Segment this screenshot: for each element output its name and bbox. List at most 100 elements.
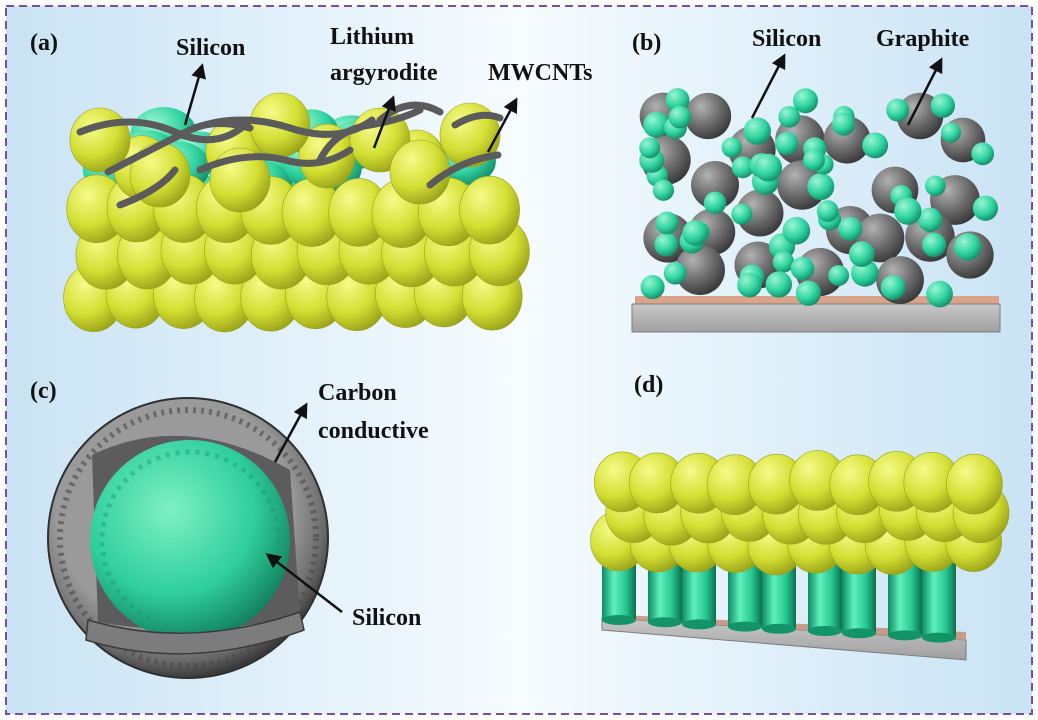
silicon-sphere — [765, 271, 793, 298]
substrate-b — [631, 303, 1001, 333]
graphite-sphere — [675, 245, 725, 295]
label-c-silicon: Silicon — [352, 605, 421, 631]
silicon-nanowire-base — [922, 632, 956, 643]
silicon-sphere — [703, 191, 727, 215]
silicon-nanowire-base — [648, 617, 682, 628]
silicon-sphere — [655, 211, 679, 235]
label-c-carbon-line1: Carbon — [318, 380, 397, 406]
arrow-b-graphite — [906, 57, 943, 126]
panel-b: (b) Silicon Graphite — [631, 26, 1001, 333]
mwcnt-tube — [116, 166, 179, 209]
silicon-sphere — [731, 203, 753, 225]
silicon-nanowire-base — [682, 619, 716, 630]
carbon-shell-texture — [57, 407, 319, 669]
silicon-sphere — [640, 275, 665, 300]
silicon-sphere — [803, 149, 825, 172]
silicon-sphere — [894, 197, 922, 225]
silicon-nanowire-base — [842, 628, 876, 639]
graphite-sphere — [684, 92, 732, 140]
silicon-sphere — [652, 179, 675, 201]
label-a-mwcnts: MWCNTs — [488, 60, 592, 86]
silicon-sphere — [848, 241, 875, 267]
silicon-nanowire-base — [602, 615, 636, 625]
arrow-a-silicon — [183, 63, 206, 126]
silicon-sphere — [743, 117, 772, 145]
silicon-sphere — [917, 207, 943, 232]
silicon-sphere — [772, 251, 795, 273]
silicon-sphere — [654, 232, 679, 257]
mwcnt-tube — [196, 146, 354, 174]
silicon-core — [90, 440, 290, 640]
silicon-sphere — [807, 173, 835, 201]
silicon-sphere — [778, 105, 801, 128]
silicon-sphere — [731, 156, 754, 179]
silicon-sphere — [775, 131, 799, 156]
label-a-lithium-line2: argyrodite — [330, 60, 438, 86]
arrow-b-silicon — [750, 53, 786, 119]
argyrodite-particle — [946, 453, 1003, 515]
silicon-sphere — [754, 153, 783, 182]
silicon-sphere — [639, 137, 661, 159]
silicon-sphere — [880, 275, 906, 300]
panel-d: (d) — [590, 372, 1010, 661]
silicon-sphere — [930, 93, 956, 118]
silicon-sphere — [971, 142, 995, 166]
silicon-sphere — [886, 98, 910, 122]
panel-c-tag: (c) — [30, 378, 57, 404]
graphite-sphere — [736, 189, 784, 237]
silicon-sphere — [940, 122, 962, 143]
label-a-silicon: Silicon — [176, 35, 245, 61]
lithium-argyrodite-layer — [590, 450, 1010, 576]
mwcnt-tubes — [76, 101, 504, 209]
silicon-sphere — [922, 232, 947, 258]
panel-a-tag: (a) — [30, 30, 58, 56]
silicon-sphere — [782, 216, 811, 245]
label-c-carbon-line2: conductive — [318, 418, 429, 444]
label-b-silicon: Silicon — [752, 26, 821, 52]
mwcnt-tube — [426, 151, 502, 189]
silicon-sphere — [790, 256, 815, 281]
panel-d-tag: (d) — [634, 372, 663, 398]
silicon-sphere — [925, 175, 946, 197]
argyrodite-particle — [439, 102, 501, 168]
silicon-sphere — [737, 272, 762, 298]
silicon-nanowire-base — [762, 623, 796, 634]
mwcnt-tube — [316, 106, 424, 164]
silicon-sphere — [831, 112, 856, 136]
silicon-sphere — [828, 265, 850, 286]
panel-a: (a) Silicon Lithium argyrodite MWCNTs — [30, 24, 592, 333]
panel-b-tag: (b) — [632, 30, 661, 56]
silicon-sphere — [816, 200, 839, 222]
argyrodite-particle — [389, 139, 451, 205]
silicon-sphere — [668, 105, 692, 129]
silicon-nanowire-base — [888, 630, 922, 641]
silicon-sphere — [972, 195, 999, 221]
silicon-sphere — [643, 111, 670, 138]
arrow-a-lithium — [372, 95, 396, 149]
silicon-sphere — [838, 216, 863, 241]
silicon-sphere — [721, 137, 742, 158]
silicon-nanowire-base — [808, 626, 842, 636]
label-b-graphite: Graphite — [876, 26, 970, 52]
silicon-nanowire-base — [728, 621, 762, 632]
silicon-sphere — [795, 280, 822, 306]
label-a-lithium-line1: Lithium — [330, 24, 414, 50]
sphere-packing — [639, 88, 999, 308]
silicon-core-texture — [99, 449, 281, 631]
figure-border — [5, 5, 1033, 715]
panel-c: (c) Carbon conductive Silicon — [30, 378, 429, 679]
silicon-sphere — [682, 220, 709, 246]
mwcnt-tube — [451, 111, 504, 129]
shell-rim — [85, 611, 305, 655]
silicon-sphere — [793, 88, 818, 114]
silicon-sphere — [862, 132, 889, 159]
silicon-nanowire — [842, 562, 876, 634]
graphite-sphere — [691, 161, 739, 209]
silicon-sphere — [663, 261, 687, 285]
silicon-sphere — [665, 88, 690, 112]
arrow-c-carbon — [273, 402, 308, 463]
silicon-sphere — [926, 280, 953, 308]
mwcnt-tube — [76, 116, 254, 144]
